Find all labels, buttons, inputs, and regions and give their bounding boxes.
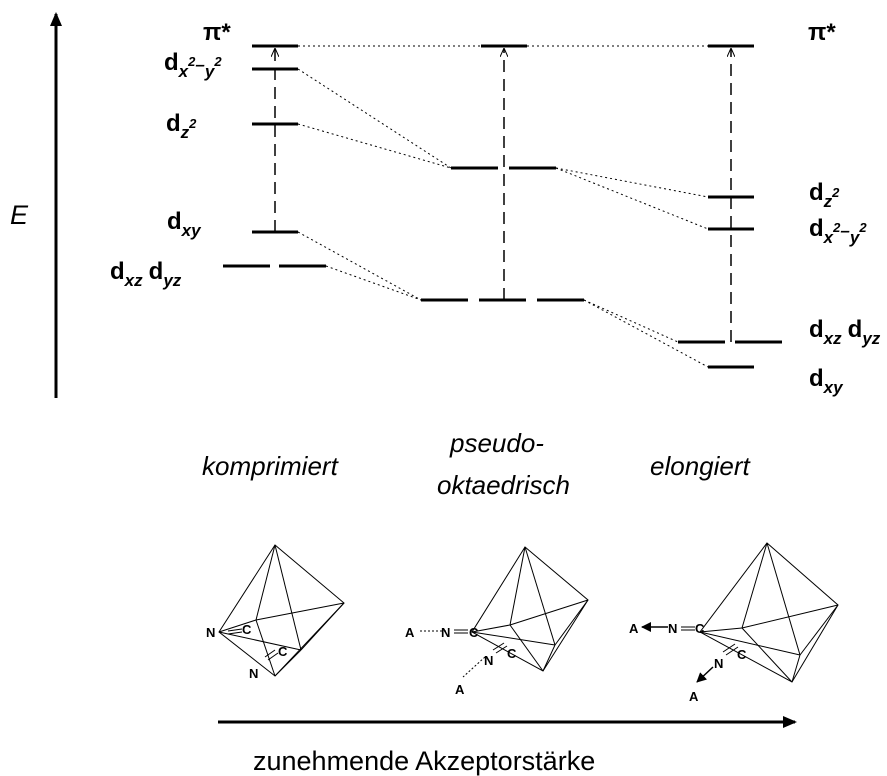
atom-n-compressed-1: N bbox=[206, 625, 215, 640]
atom-a-elongated-1: A bbox=[629, 621, 639, 636]
atom-n-pseudo-1: N bbox=[441, 625, 450, 640]
atom-c-compressed-2: C bbox=[278, 644, 288, 659]
geometry-label-pseudo-1: pseudo- bbox=[449, 428, 544, 458]
dz2-label-right: dz2 bbox=[809, 179, 840, 211]
atom-n-pseudo-2: N bbox=[484, 653, 493, 668]
atom-c-pseudo-2: C bbox=[507, 646, 517, 661]
octahedron-pseudo bbox=[454, 546, 589, 672]
atom-n-compressed-2: N bbox=[249, 666, 258, 681]
atom-c-elongated-2: C bbox=[737, 647, 747, 662]
atom-c-pseudo-1: C bbox=[469, 625, 479, 640]
octahedron-elongated bbox=[681, 542, 839, 683]
atom-n-elongated-2: N bbox=[714, 656, 723, 671]
atom-a-elongated-2: A bbox=[689, 689, 699, 704]
pi-star-label-right: π* bbox=[808, 19, 836, 46]
atom-a-pseudo-2: A bbox=[455, 682, 465, 697]
atom-c-elongated-1: C bbox=[695, 621, 705, 636]
dxy-label-left: dxy bbox=[167, 208, 202, 240]
interaction-arrow-elongated-2 bbox=[696, 666, 714, 683]
x-axis-label: zunehmende Akzeptorstärke bbox=[253, 746, 595, 776]
geometry-label-pseudo-2: oktaedrisch bbox=[437, 470, 570, 500]
dx2y2-label-right: dx2–y2 bbox=[809, 215, 867, 247]
atom-a-pseudo-1: A bbox=[405, 625, 415, 640]
dz2-label-left: dz2 bbox=[166, 110, 197, 142]
atom-n-elongated-1: N bbox=[668, 621, 677, 636]
pi-star-label-left: π* bbox=[203, 19, 231, 46]
atom-c-compressed-1: C bbox=[242, 622, 252, 637]
geometry-label-compressed: komprimiert bbox=[202, 451, 340, 481]
energy-axis-label: E bbox=[10, 200, 29, 230]
interaction-line-pseudo-2 bbox=[462, 656, 486, 678]
geometry-label-elongated: elongiert bbox=[650, 451, 752, 481]
dx2y2-label-left: dx2–y2 bbox=[164, 49, 222, 81]
dxy-label-right: dxy bbox=[809, 365, 844, 397]
correlation-lines bbox=[297, 45, 709, 368]
octahedron-compressed bbox=[218, 544, 345, 677]
